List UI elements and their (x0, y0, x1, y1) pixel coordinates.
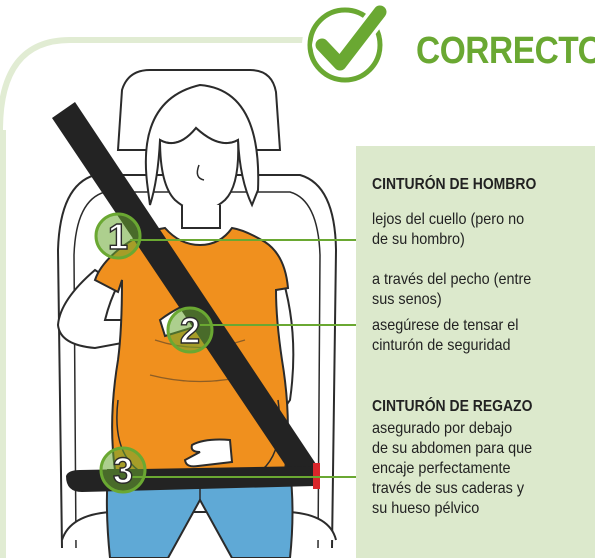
face (158, 126, 240, 212)
shoulder-point2-line3: asegúrese de tensar el (372, 317, 519, 334)
lap-belt-line5: su hueso pélvico (372, 500, 480, 517)
callout-2: 2 (166, 306, 214, 354)
correct-label: CORRECTO (416, 30, 595, 72)
callout-1: 1 (94, 212, 142, 260)
lap-belt-line2: de su abdomen para que (372, 440, 533, 457)
jeans (105, 469, 294, 558)
seat-cushion (61, 511, 337, 541)
shoulder-point2-line1: a través del pecho (entre (372, 271, 532, 288)
shoulder-point2-line2: sus senos) (372, 291, 442, 308)
svg-text:3: 3 (113, 450, 133, 491)
lap-belt-line1: asegurado por debajo (372, 420, 513, 437)
lap-belt-line3: encaje perfectamente (372, 460, 511, 477)
shoulder-point1-line2: de su hombro) (372, 231, 465, 248)
lower-hand (183, 438, 234, 468)
svg-text:1: 1 (108, 216, 128, 257)
info-panel (356, 146, 595, 558)
lap-belt-heading: CINTURÓN DE REGAZO (372, 398, 533, 415)
checkmark-badge (302, 2, 390, 88)
callout-3: 3 (99, 446, 147, 494)
shoulder-belt (52, 102, 320, 484)
card-outline (0, 37, 305, 131)
svg-text:2: 2 (180, 310, 200, 351)
shoulder-belt-heading: CINTURÓN DE HOMBRO (372, 176, 537, 193)
lap-belt-line4: través de sus caderas y (372, 480, 525, 497)
shoulder-point2-line4: cinturón de seguridad (372, 337, 511, 354)
shoulder-point1-line1: lejos del cuello (pero no (372, 211, 525, 228)
neck (181, 205, 221, 229)
